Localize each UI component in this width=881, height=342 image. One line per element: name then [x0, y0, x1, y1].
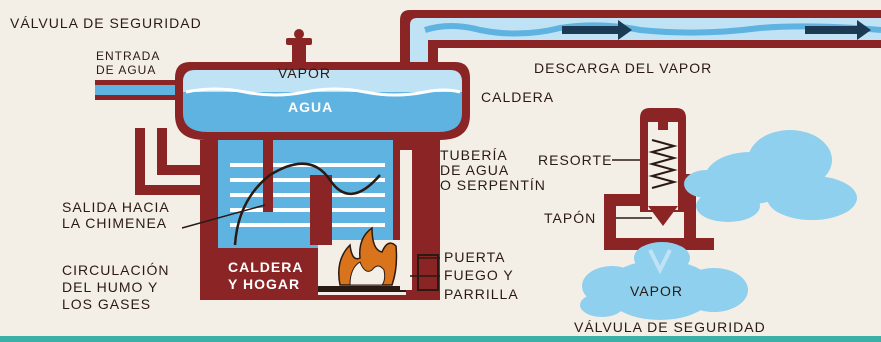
label-water: AGUA — [288, 99, 334, 115]
label-water-inlet-1: ENTRADA — [96, 49, 161, 63]
steam-jet — [648, 249, 672, 275]
label-water-inlet-2: DE AGUA — [96, 63, 157, 77]
label-door: PUERTA — [444, 249, 506, 265]
label-safety-valve-bottom: VÁLVULA DE SEGURIDAD — [574, 319, 766, 335]
label-safety-valve-top: VÁLVULA DE SEGURIDAD — [10, 15, 202, 31]
label-chimney-outlet-2: LA CHIMENEA — [62, 215, 168, 231]
label-boiler-furnace-1: CALDERA — [228, 259, 304, 275]
boiler-drum — [175, 62, 470, 140]
water-inlet-pipe — [95, 80, 195, 100]
label-water-tubes-3: O SERPENTÍN — [440, 177, 546, 193]
label-boiler-furnace-2: Y HOGAR — [228, 276, 301, 292]
label-smoke-circulation-3: LOS GASES — [62, 296, 152, 312]
pointer-lines — [181, 159, 660, 277]
label-steam-in-boiler: VAPOR — [278, 65, 331, 81]
bottom-band — [0, 336, 881, 342]
label-smoke-circulation-1: CIRCULACIÓN — [62, 262, 170, 278]
label-steam-release: VAPOR — [630, 283, 683, 299]
label-chimney-outlet-1: SALIDA HACIA — [62, 199, 170, 215]
fire-icon — [338, 226, 398, 286]
label-fire-grate-1: FUEGO Y — [444, 267, 514, 283]
smoke-path — [233, 162, 381, 246]
baffle — [310, 175, 332, 245]
steam-cloud-icon — [684, 130, 857, 222]
label-steam-discharge: DESCARGA DEL VAPOR — [534, 60, 713, 76]
label-boiler: CALDERA — [481, 89, 555, 105]
label-water-tubes-2: DE AGUA — [440, 162, 510, 178]
label-water-tubes-1: TUBERÍA — [440, 147, 508, 163]
label-fire-grate-2: PARRILLA — [444, 286, 519, 302]
flow-arrow-icon — [562, 20, 871, 40]
steam-release-cloud-icon — [580, 242, 748, 320]
plug-icon — [648, 206, 678, 226]
label-plug: TAPÓN — [544, 210, 597, 226]
downcomer-pipe — [263, 132, 273, 212]
spring-icon — [648, 139, 678, 189]
chimney-outlet — [135, 128, 215, 195]
label-smoke-circulation-2: DEL HUMO Y — [62, 279, 159, 295]
label-spring: RESORTE — [538, 152, 613, 168]
safety-valve-icon — [286, 29, 312, 64]
